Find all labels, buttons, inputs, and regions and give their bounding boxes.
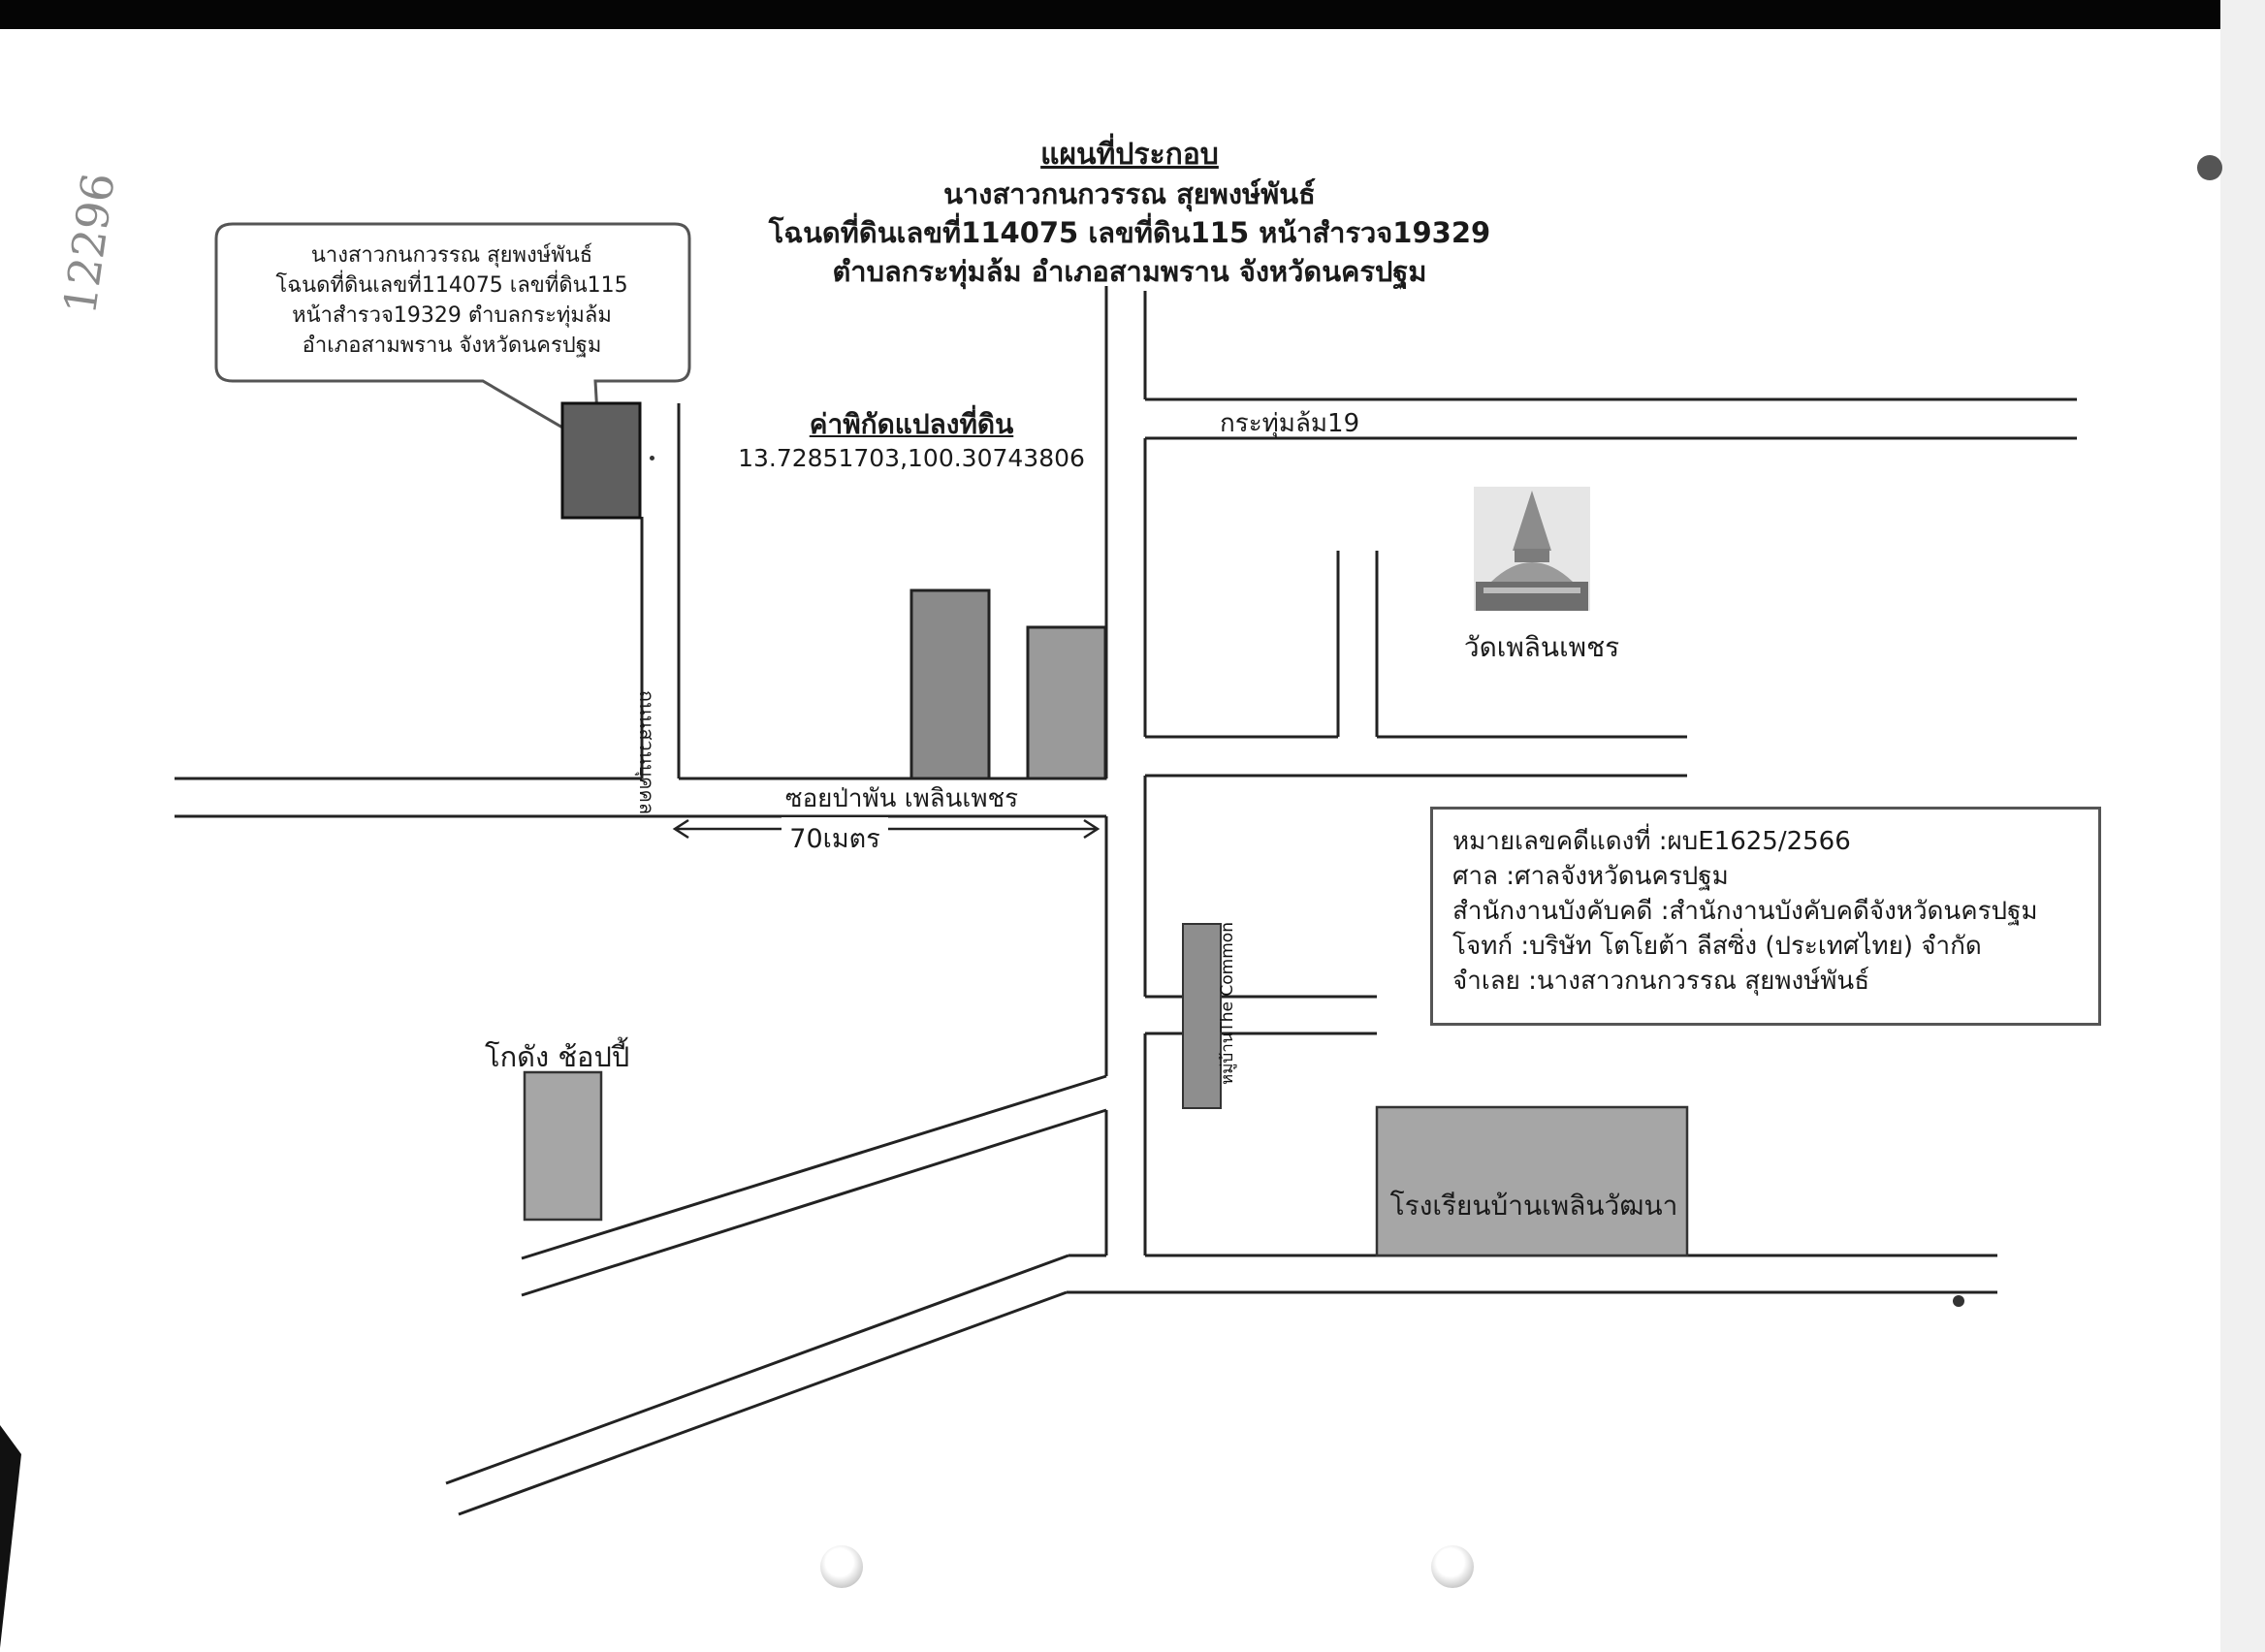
case-number: หมายเลขคดีแดงที่ :ผบE1625/2566 bbox=[1452, 827, 1851, 856]
plaintiff: โจทก์ :บริษัท โตโยต้า ลีสซิ่ง (ประเทศไทย… bbox=[1452, 932, 1982, 961]
temple-pagoda-icon bbox=[1474, 487, 1590, 611]
diagonal-road-edge bbox=[521, 1108, 1107, 1297]
location-line: ตำบลกระทุ่มล้ม อำเภอสามพราน จังหวัดนครปฐ… bbox=[832, 255, 1427, 288]
diagonal-road-edge bbox=[458, 1290, 1068, 1516]
enforcement-office: สำนักงานบังคับคดี :สำนักงานบังคับคดีจังห… bbox=[1452, 897, 2038, 926]
pagoda-spire bbox=[1513, 491, 1551, 551]
deed-number: โฉนดที่ดินเลขที่114075 เลขที่ดิน115 หน้า… bbox=[768, 216, 1491, 249]
school-building bbox=[1375, 1105, 1689, 1257]
callout-line: นางสาวกนกวรรณ สุยพงษ์พันธ์ bbox=[310, 243, 593, 268]
village-sign bbox=[1182, 923, 1222, 1109]
village-label: หมู่บ้านThe Common bbox=[1218, 922, 1237, 1085]
arrow-head-right bbox=[1083, 818, 1101, 840]
main-soi-label: ซอยป่าพัน เพลินเพชร bbox=[784, 784, 1019, 813]
warehouse-building bbox=[523, 1070, 603, 1222]
coordinates-value: 13.72851703,100.30743806 bbox=[738, 444, 1085, 472]
punch-hole bbox=[1431, 1545, 1474, 1588]
case-info-box: หมายเลขคดีแดงที่ :ผบE1625/2566 ศาล :ศาลจ… bbox=[1430, 807, 2101, 1026]
court-name: ศาล :ศาลจังหวัดนครปฐม bbox=[1452, 862, 1729, 891]
callout-line: หน้าสำรวจ19329 ตำบลกระทุ่มล้ม bbox=[292, 303, 612, 328]
map-heading: แผนที่ประกอบ bbox=[1040, 138, 1219, 172]
defendant: จำเลย :นางสาวกนกวรรณ สุยพงษ์พันธ์ bbox=[1452, 967, 1870, 996]
diagonal-road-edge bbox=[445, 1254, 1069, 1485]
owner-name: นางสาวกนกวรรณ สุยพงษ์พันธ์ bbox=[943, 177, 1316, 210]
pagoda-bell bbox=[1491, 562, 1573, 582]
top-road-label: กระทุ่มล้ม19 bbox=[1220, 409, 1360, 438]
subject-plot bbox=[560, 401, 642, 520]
diagonal-road-edge bbox=[521, 1074, 1107, 1260]
pagoda-tier bbox=[1483, 588, 1580, 593]
school-label: โรงเรียนบ้านเพลินวัฒนา bbox=[1389, 1190, 1678, 1222]
arrow-head-left bbox=[672, 818, 689, 840]
map-title-block: แผนที่ประกอบ นางสาวกนกวรรณ สุยพงษ์พันธ์ … bbox=[543, 136, 1716, 291]
callout-text: นางสาวกนกวรรณ สุยพงษ์พันธ์ โฉนดที่ดินเลข… bbox=[225, 240, 679, 361]
private-road-label: ถนนสวนบุคคล bbox=[635, 689, 658, 815]
punch-hole bbox=[820, 1545, 863, 1588]
pagoda-neck bbox=[1515, 549, 1549, 562]
scan-speck bbox=[1953, 1295, 1964, 1307]
scan-speck bbox=[650, 456, 654, 461]
scan-corner-shadow bbox=[0, 1425, 21, 1648]
temple-label: วัดเพลินเพชร bbox=[1463, 631, 1620, 663]
building-short bbox=[1026, 625, 1107, 780]
scan-right-margin bbox=[2220, 0, 2265, 1652]
callout-line: โฉนดที่ดินเลขที่114075 เลขที่ดิน115 bbox=[275, 273, 628, 298]
scan-top-edge bbox=[0, 0, 2265, 29]
coordinates-heading: ค่าพิกัดแปลงที่ดิน bbox=[809, 408, 1014, 440]
scan-speck bbox=[2197, 155, 2222, 180]
callout-line: อำเภอสามพราน จังหวัดนครปฐม bbox=[302, 334, 602, 358]
warehouse-label: โกดัง ช้อปปี้ bbox=[485, 1040, 630, 1073]
pagoda-base bbox=[1476, 582, 1588, 611]
building-tall bbox=[909, 588, 991, 780]
distance-label: 70เมตร bbox=[782, 817, 888, 859]
